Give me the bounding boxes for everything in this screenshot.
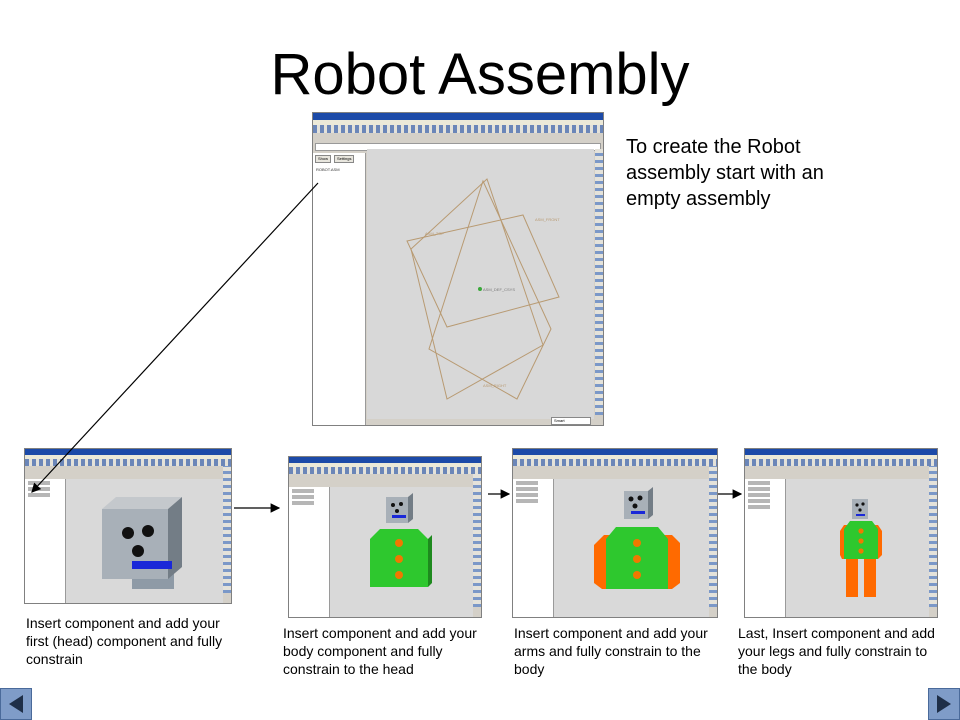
tree-show-button[interactable]: Show [315, 155, 332, 163]
robot-head-body-model [370, 493, 432, 587]
model-tree[interactable] [513, 479, 554, 617]
step2-caption: Insert component and add your body compo… [283, 625, 477, 677]
step1-caption: Insert component and add your first (hea… [26, 615, 223, 667]
model-tree[interactable]: Show Settings ROBOT.ASM [313, 153, 366, 425]
datum-plane-top [406, 214, 560, 328]
step3-caption: Insert component and add your arms and f… [514, 625, 708, 677]
menu-bar[interactable] [745, 455, 937, 459]
intro-text: To create the Robot assembly start with … [626, 136, 824, 210]
menu-bar[interactable] [289, 463, 481, 467]
mouth [856, 514, 865, 516]
datum-label-top: ASM_TOP [425, 231, 444, 236]
mouth [392, 515, 406, 518]
datum-planes-drawing: ASM_FRONT ASM_TOP ASM_RIGHT ASM_DEF_CSYS [406, 178, 560, 400]
window-titlebar [313, 113, 603, 120]
robot-head-model [102, 497, 182, 589]
head-top-face [102, 497, 182, 509]
mouth [132, 561, 172, 569]
main-cad-window: Show Settings ROBOT.ASM ASM_FRONT ASM_TO… [312, 112, 604, 426]
filter-dropdown[interactable]: Smart [551, 417, 591, 425]
toolbar[interactable] [289, 467, 481, 474]
graphics-area[interactable] [66, 479, 223, 603]
graphics-area[interactable] [786, 479, 929, 617]
button-dot [858, 548, 864, 554]
left-eye [122, 527, 134, 539]
graphics-area[interactable] [330, 487, 473, 617]
right-eye [142, 525, 154, 537]
toolbar[interactable] [25, 459, 231, 466]
tree-settings-button[interactable]: Settings [334, 155, 355, 163]
tree-item-robot-asm[interactable]: ROBOT.ASM [316, 167, 340, 172]
robot-head-body-arms-model [594, 487, 680, 589]
head-side-face [168, 497, 182, 579]
right-toolbar[interactable] [595, 149, 603, 415]
step1-cad-window [24, 448, 232, 604]
menu-bar[interactable] [513, 455, 717, 459]
toolbar[interactable] [313, 125, 603, 133]
button-dot [395, 539, 403, 547]
step4-caption: Last, Insert component and add your legs… [738, 625, 935, 677]
button-dot [395, 571, 403, 579]
step3-cad-window [512, 448, 718, 618]
button-dot [858, 528, 864, 534]
robot-full-model [840, 499, 882, 597]
datum-plane-front [428, 179, 552, 400]
next-slide-icon [937, 695, 951, 713]
menu-bar[interactable] [313, 120, 603, 125]
window-titlebar [745, 449, 937, 455]
datum-label-csys: ASM_DEF_CSYS [483, 287, 515, 292]
toolbar[interactable] [745, 459, 937, 466]
window-titlebar [513, 449, 717, 455]
slide-title: Robot Assembly [270, 42, 690, 107]
csys-marker [478, 287, 482, 291]
mouth [631, 511, 645, 514]
model-tree[interactable] [25, 479, 66, 603]
next-slide-button[interactable] [928, 688, 960, 720]
graphics-area[interactable]: ASM_FRONT ASM_TOP ASM_RIGHT ASM_DEF_CSYS [367, 149, 594, 419]
window-titlebar [289, 457, 481, 463]
button-dot [633, 571, 641, 579]
step4-cad-window [744, 448, 938, 618]
button-dot [633, 555, 641, 563]
datum-plane-right [410, 178, 544, 400]
right-toolbar[interactable] [709, 466, 717, 607]
right-toolbar[interactable] [929, 466, 937, 607]
previous-slide-button[interactable] [0, 688, 32, 720]
toolbar[interactable] [513, 459, 717, 466]
right-toolbar[interactable] [473, 474, 481, 607]
button-dot [858, 538, 864, 544]
body-side [428, 535, 432, 587]
button-dot [633, 539, 641, 547]
datum-label-right: ASM_RIGHT [483, 383, 507, 388]
button-dot [395, 555, 403, 563]
model-tree[interactable] [289, 487, 330, 617]
step2-cad-window [288, 456, 482, 618]
model-tree[interactable] [745, 479, 786, 617]
head-side [648, 487, 653, 519]
head-side [408, 493, 413, 523]
left-leg [846, 559, 858, 597]
right-leg [864, 559, 876, 597]
datum-label-front: ASM_FRONT [535, 217, 560, 222]
previous-slide-icon [9, 695, 23, 713]
right-toolbar[interactable] [223, 466, 231, 593]
graphics-area[interactable] [554, 479, 709, 617]
nose [132, 545, 144, 557]
